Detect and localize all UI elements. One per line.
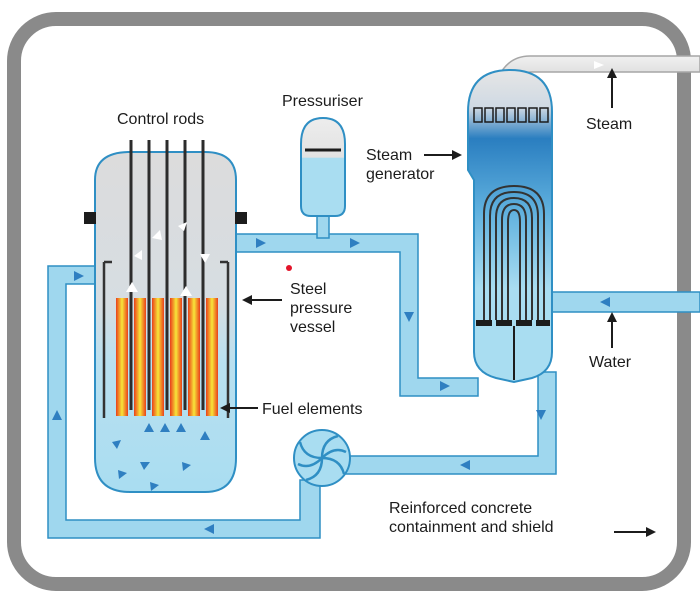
pressuriser <box>300 116 346 217</box>
pipe-flow-arrows <box>52 238 610 534</box>
pointer-arrows <box>220 68 656 537</box>
control-rods <box>129 140 205 410</box>
feedwater-pipe <box>551 291 700 313</box>
steam-generator <box>467 68 553 384</box>
steam-flow-arrow <box>594 61 604 69</box>
label-fuel-elements: Fuel elements <box>262 401 363 418</box>
label-steel-pressure-vessel: Steel pressure vessel <box>290 281 353 336</box>
coolant-pump <box>293 429 351 487</box>
label-steam: Steam <box>586 116 633 133</box>
label-pressuriser: Pressuriser <box>282 93 363 110</box>
fuel-elements <box>116 298 218 416</box>
label-water: Water <box>589 354 632 371</box>
vessel-bottom-arrows <box>112 423 210 491</box>
label-containment: Reinforced concrete containment and shie… <box>389 500 554 536</box>
red-dot-marker <box>286 265 292 271</box>
label-steam-generator: Steam generator <box>366 147 435 183</box>
label-control-rods: Control rods <box>117 111 205 128</box>
vessel-flow-arrows <box>126 222 210 296</box>
primary-loop-pipes <box>47 212 557 539</box>
